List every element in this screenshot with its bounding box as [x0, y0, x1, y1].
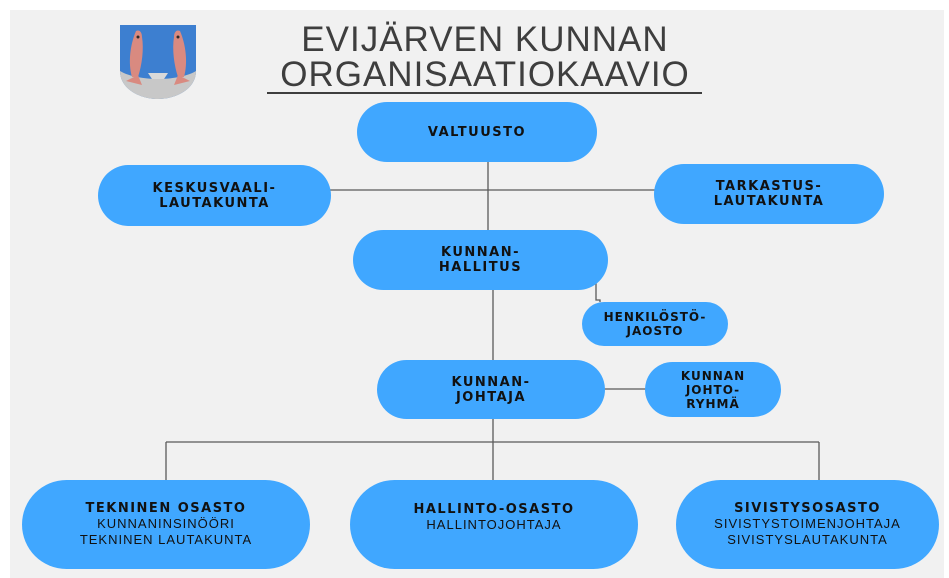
node-valtuusto-label: VALTUUSTO [427, 124, 527, 140]
node-valtuusto: VALTUUSTO [357, 102, 597, 162]
title-underline [267, 92, 702, 94]
node-sivistys-title: SIVISTYSOSASTO [734, 501, 881, 516]
node-henkilosto-line1: HENKILÖSTÖ- [603, 310, 707, 324]
node-johtaja-line2: JOHTAJA [455, 389, 527, 405]
node-keskusvaali-line2: LAUTAKUNTA [159, 195, 270, 211]
node-hallinto-sub1: HALLINTOJOHTAJA [426, 517, 562, 532]
node-tekninen-sub1: KUNNANINSINÖÖRI [97, 516, 235, 531]
node-johtoryhma-line3: RYHMÄ [686, 396, 740, 411]
node-johtoryhma-line2: JOHTO- [685, 382, 741, 397]
node-johtoryhma: KUNNAN JOHTO- RYHMÄ [645, 362, 781, 417]
node-henkilosto-line2: JAOSTO [626, 324, 684, 338]
chart-title-line1: EVIJÄRVEN KUNNAN [301, 20, 669, 59]
node-johtoryhma-line1: KUNNAN [680, 368, 746, 383]
chart-title-line2: ORGANISAATIOKAAVIO [280, 55, 690, 94]
node-kunnanjohtaja: KUNNAN- JOHTAJA [377, 360, 605, 419]
node-hallinto-osasto: HALLINTO-OSASTO HALLINTOJOHTAJA [350, 480, 638, 569]
node-henkilostojaosto: HENKILÖSTÖ- JAOSTO [582, 302, 728, 346]
node-tarkastus-line1: TARKASTUS- [715, 179, 823, 194]
node-tekninen-sub2: TEKNINEN LAUTAKUNTA [79, 532, 253, 547]
node-kunnanhallitus: KUNNAN- HALLITUS [353, 230, 608, 290]
node-sivistys-sub2: SIVISTYSLAUTAKUNTA [727, 532, 888, 547]
node-sivistys-sub1: SIVISTYSTOIMENJOHTAJA [714, 516, 901, 531]
node-hallitus-line2: HALLITUS [438, 260, 523, 275]
node-tekninen-title: TEKNINEN OSASTO [85, 501, 247, 516]
node-sivistysosasto: SIVISTYSOSASTO SIVISTYSTOIMENJOHTAJA SIV… [676, 480, 939, 569]
node-tarkastus-line2: LAUTAKUNTA [713, 194, 825, 209]
node-hallinto-title: HALLINTO-OSASTO [413, 502, 575, 517]
coat-of-arms-logo [120, 25, 196, 99]
node-hallitus-line1: KUNNAN- [441, 245, 520, 260]
node-keskusvaali-line1: KESKUSVAALI- [152, 180, 277, 196]
node-tekninen-osasto: TEKNINEN OSASTO KUNNANINSINÖÖRI TEKNINEN… [22, 480, 310, 569]
node-tarkastuslautakunta: TARKASTUS- LAUTAKUNTA [654, 164, 884, 224]
node-johtaja-line1: KUNNAN- [451, 374, 531, 390]
node-keskusvaalilautakunta: KESKUSVAALI- LAUTAKUNTA [98, 165, 331, 226]
